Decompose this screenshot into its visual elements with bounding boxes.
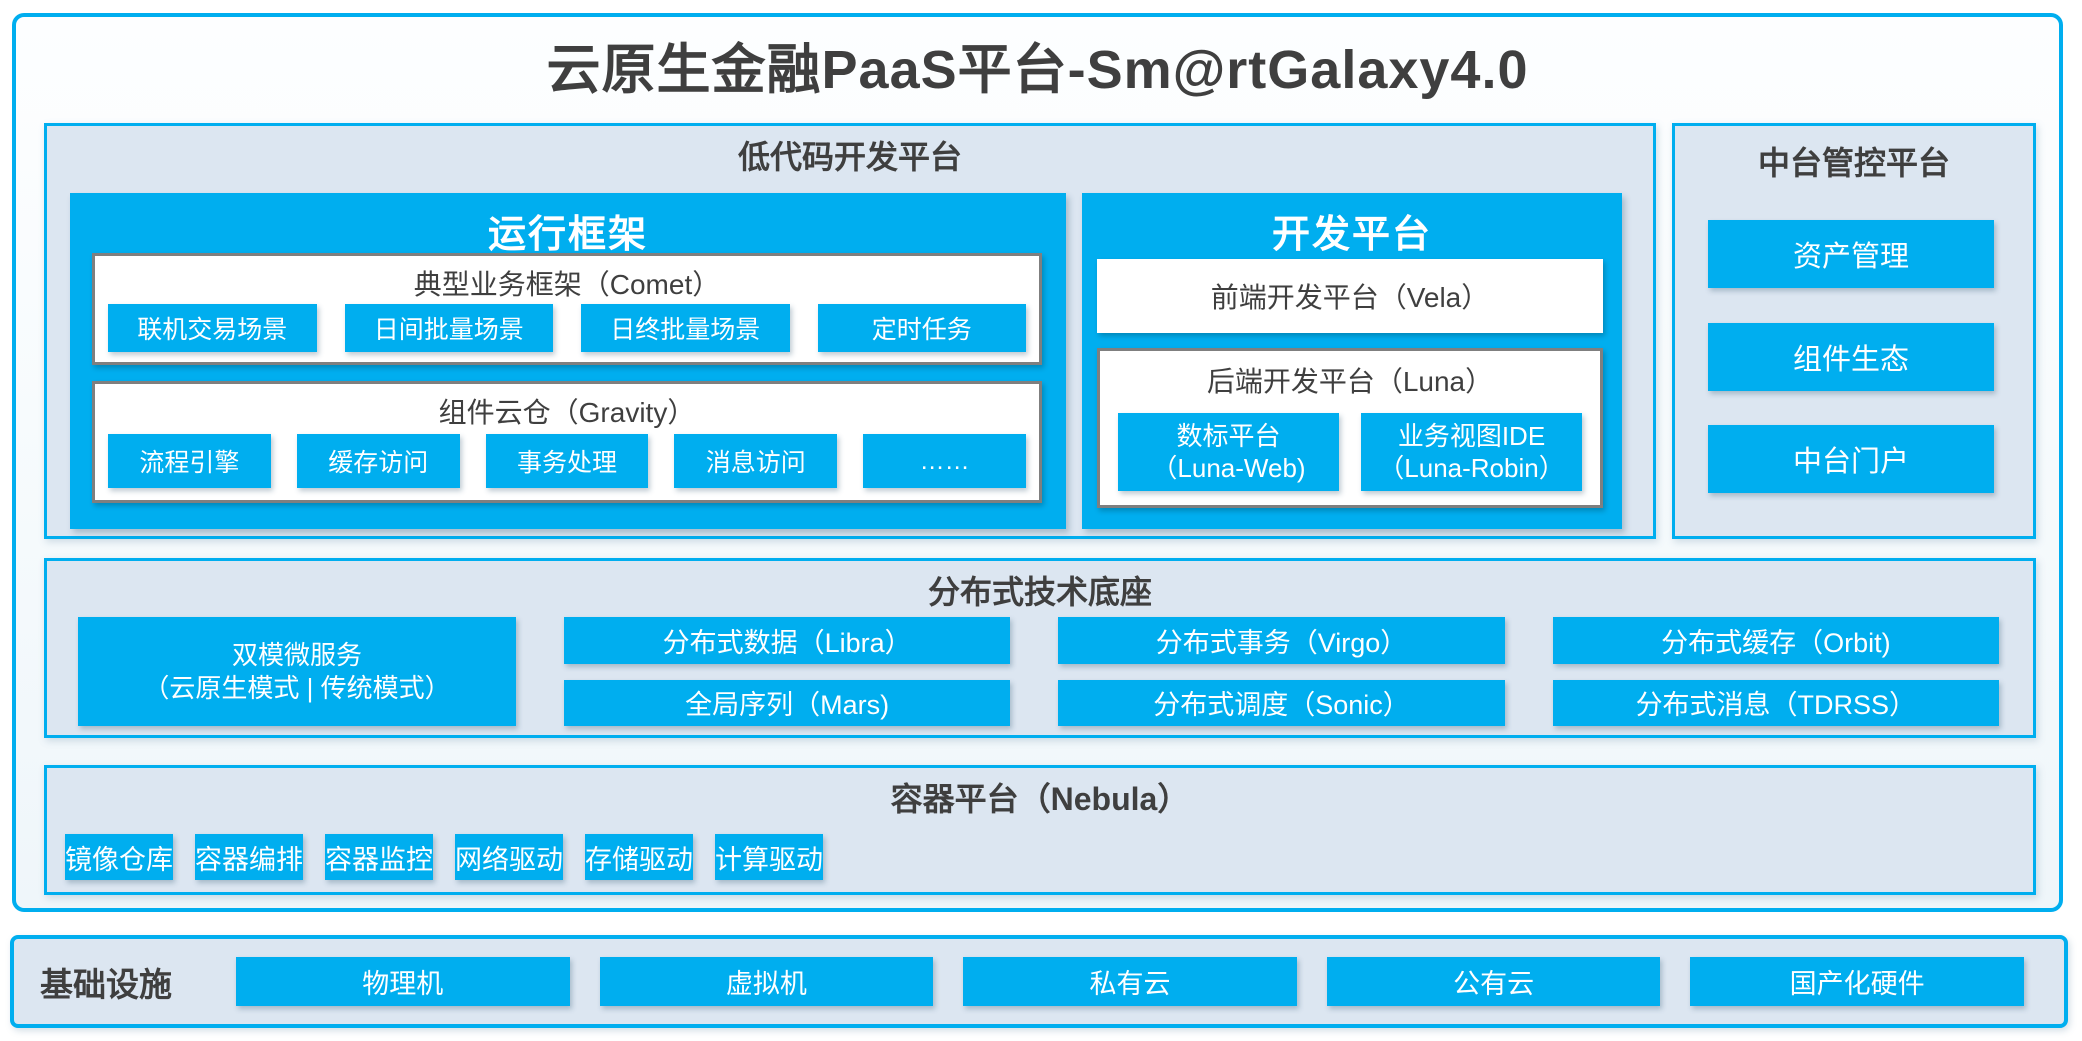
distributed-message-box: 分布式消息（TDRSS） [1552, 679, 1999, 726]
compute-driver-box: 计算驱动 [715, 834, 823, 880]
container-platform-panel: 容器平台（Nebula） 镜像仓库 容器编排 容器监控 网络驱动 存储驱动 计算… [44, 765, 2036, 895]
luna-web-box: 数标平台 （Luna-Web) [1118, 413, 1339, 491]
luna-web-line2: （Luna-Web) [1151, 453, 1306, 483]
infrastructure-row: 基础设施 物理机 虚拟机 私有云 公有云 国产化硬件 [40, 939, 2024, 1024]
cache-access-box: 缓存访问 [296, 434, 460, 488]
vela-frontend-box: 前端开发平台（Vela） [1097, 259, 1603, 333]
luna-backend-box: 后端开发平台（Luna） 数标平台 （Luna-Web) 业务视图IDE （Lu… [1097, 348, 1603, 508]
comet-framework-title: 典型业务框架（Comet） [413, 269, 721, 300]
distributed-grid: 分布式数据（Libra） 分布式事务（Virgo） 分布式缓存（Orbit) 全… [564, 617, 1999, 726]
infrastructure-panel: 基础设施 物理机 虚拟机 私有云 公有云 国产化硬件 [10, 935, 2068, 1028]
network-driver-box: 网络驱动 [455, 834, 563, 880]
dev-platform-block: 开发平台 前端开发平台（Vela） 后端开发平台（Luna） 数标平台 （Lun… [1082, 193, 1622, 529]
luna-robin-box: 业务视图IDE （Luna-Robin） [1361, 413, 1582, 491]
distributed-base-title: 分布式技术底座 [927, 574, 1152, 610]
main-frame: 云原生金融PaaS平台-Sm@rtGalaxy4.0 低代码开发平台 运行框架 … [12, 13, 2063, 912]
runtime-framework-block: 运行框架 典型业务框架（Comet） 联机交易场景 日间批量场景 日终批量场景 … [70, 193, 1066, 529]
storage-driver-box: 存储驱动 [585, 834, 693, 880]
gravity-warehouse-box: 组件云仓（Gravity） 流程引擎 缓存访问 事务处理 消息访问 …… [92, 381, 1042, 503]
ellipsis-box: …… [863, 434, 1026, 488]
distributed-base-body: 双模微服务 （云原生模式 | 传统模式） 分布式数据（Libra） 分布式事务（… [78, 617, 1999, 726]
online-trading-box: 联机交易场景 [108, 304, 317, 352]
transaction-processing-box: 事务处理 [485, 434, 649, 488]
virtual-machine-box: 虚拟机 [599, 957, 934, 1006]
container-items-row: 镜像仓库 容器编排 容器监控 网络驱动 存储驱动 计算驱动 [65, 834, 2015, 880]
distributed-base-panel: 分布式技术底座 双模微服务 （云原生模式 | 传统模式） 分布式数据（Libra… [44, 558, 2036, 738]
luna-web-line1: 数标平台 [1176, 420, 1281, 451]
process-engine-box: 流程引擎 [108, 434, 271, 488]
runtime-framework-title: 运行框架 [487, 214, 648, 256]
comet-items-row: 联机交易场景 日间批量场景 日终批量场景 定时任务 [108, 304, 1026, 352]
message-access-box: 消息访问 [674, 434, 838, 488]
physical-machine-box: 物理机 [236, 957, 570, 1006]
private-cloud-box: 私有云 [963, 957, 1297, 1006]
dual-mode-line2: （云原生模式 | 传统模式） [143, 672, 451, 703]
image-registry-box: 镜像仓库 [65, 834, 173, 880]
domestic-hardware-box: 国产化硬件 [1690, 957, 2024, 1006]
lowcode-platform-title: 低代码开发平台 [737, 139, 962, 175]
component-ecosystem-box: 组件生态 [1708, 322, 1994, 391]
mid-platform-items: 资产管理 组件生态 中台门户 [1708, 220, 1994, 493]
public-cloud-box: 公有云 [1326, 957, 1661, 1006]
gravity-items-row: 流程引擎 缓存访问 事务处理 消息访问 …… [108, 434, 1026, 488]
distributed-cache-box: 分布式缓存（Orbit) [1552, 617, 1999, 664]
container-orchestration-box: 容器编排 [195, 834, 303, 880]
distributed-scheduler-box: 分布式调度（Sonic） [1058, 679, 1505, 726]
container-monitoring-box: 容器监控 [325, 834, 433, 880]
scheduled-task-box: 定时任务 [817, 304, 1026, 352]
luna-robin-line1: 业务视图IDE [1397, 420, 1546, 451]
mid-platform-portal-box: 中台门户 [1708, 425, 1994, 493]
dual-mode-line1: 双模微服务 [231, 640, 362, 670]
lowcode-platform-panel: 低代码开发平台 运行框架 典型业务框架（Comet） 联机交易场景 日间批量场景… [44, 123, 1656, 539]
mid-platform-panel: 中台管控平台 资产管理 组件生态 中台门户 [1672, 123, 2036, 539]
comet-framework-box: 典型业务框架（Comet） 联机交易场景 日间批量场景 日终批量场景 定时任务 [92, 253, 1042, 365]
asset-management-box: 资产管理 [1708, 220, 1994, 288]
infrastructure-label: 基础设施 [40, 965, 172, 1003]
vela-frontend-title: 前端开发平台（Vela） [1210, 282, 1490, 313]
dev-platform-title: 开发平台 [1271, 214, 1432, 256]
page-title: 云原生金融PaaS平台-Sm@rtGalaxy4.0 [546, 40, 1529, 100]
distributed-transaction-box: 分布式事务（Virgo） [1058, 617, 1505, 664]
luna-backend-title: 后端开发平台（Luna） [1206, 366, 1494, 397]
dual-mode-microservice-box: 双模微服务 （云原生模式 | 传统模式） [78, 617, 516, 726]
luna-items-row: 数标平台 （Luna-Web) 业务视图IDE （Luna-Robin） [1118, 413, 1582, 491]
intraday-batch-box: 日间批量场景 [344, 304, 553, 352]
container-platform-title: 容器平台（Nebula） [890, 781, 1190, 817]
mid-platform-title: 中台管控平台 [1757, 145, 1950, 181]
gravity-warehouse-title: 组件云仓（Gravity） [438, 397, 696, 428]
distributed-data-box: 分布式数据（Libra） [564, 617, 1011, 664]
global-sequence-box: 全局序列（Mars) [564, 679, 1011, 726]
eod-batch-box: 日终批量场景 [581, 304, 790, 352]
luna-robin-line2: （Luna-Robin） [1378, 453, 1565, 483]
